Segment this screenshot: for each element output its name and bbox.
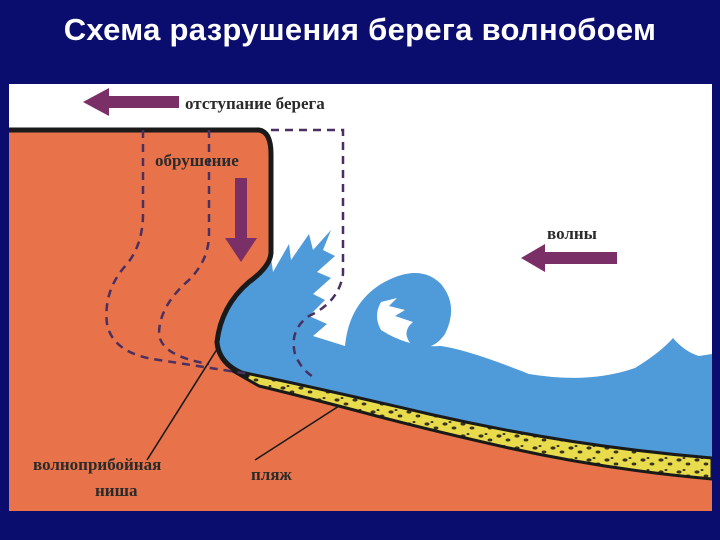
label-retreat: отступание берега <box>185 94 325 113</box>
retreat-arrow <box>83 88 179 116</box>
cliff-rock <box>9 130 712 511</box>
niche-leader-line <box>146 345 220 461</box>
former-cliff-profile-dashed-2 <box>157 130 211 366</box>
former-cliff-profile-dashed-3 <box>271 128 345 380</box>
coastal-erosion-diagram: отступание берега обрушение волны волноп… <box>9 84 712 511</box>
former-cliff-profile-dashed-1 <box>105 130 250 376</box>
beach-sand <box>230 368 712 481</box>
label-waves: волны <box>547 224 597 243</box>
label-niche-line1: волноприбойная <box>33 455 161 474</box>
label-niche-line2: ниша <box>95 481 138 500</box>
label-collapse: обрушение <box>155 151 239 170</box>
sea-water <box>217 230 712 460</box>
label-beach: пляж <box>251 465 293 484</box>
beach-leader-line <box>254 405 340 461</box>
waves-arrow <box>521 244 617 272</box>
slide-title: Схема разрушения берега волнобоем <box>63 12 657 47</box>
cliff-outline <box>9 127 274 379</box>
collapse-arrow <box>225 178 257 262</box>
